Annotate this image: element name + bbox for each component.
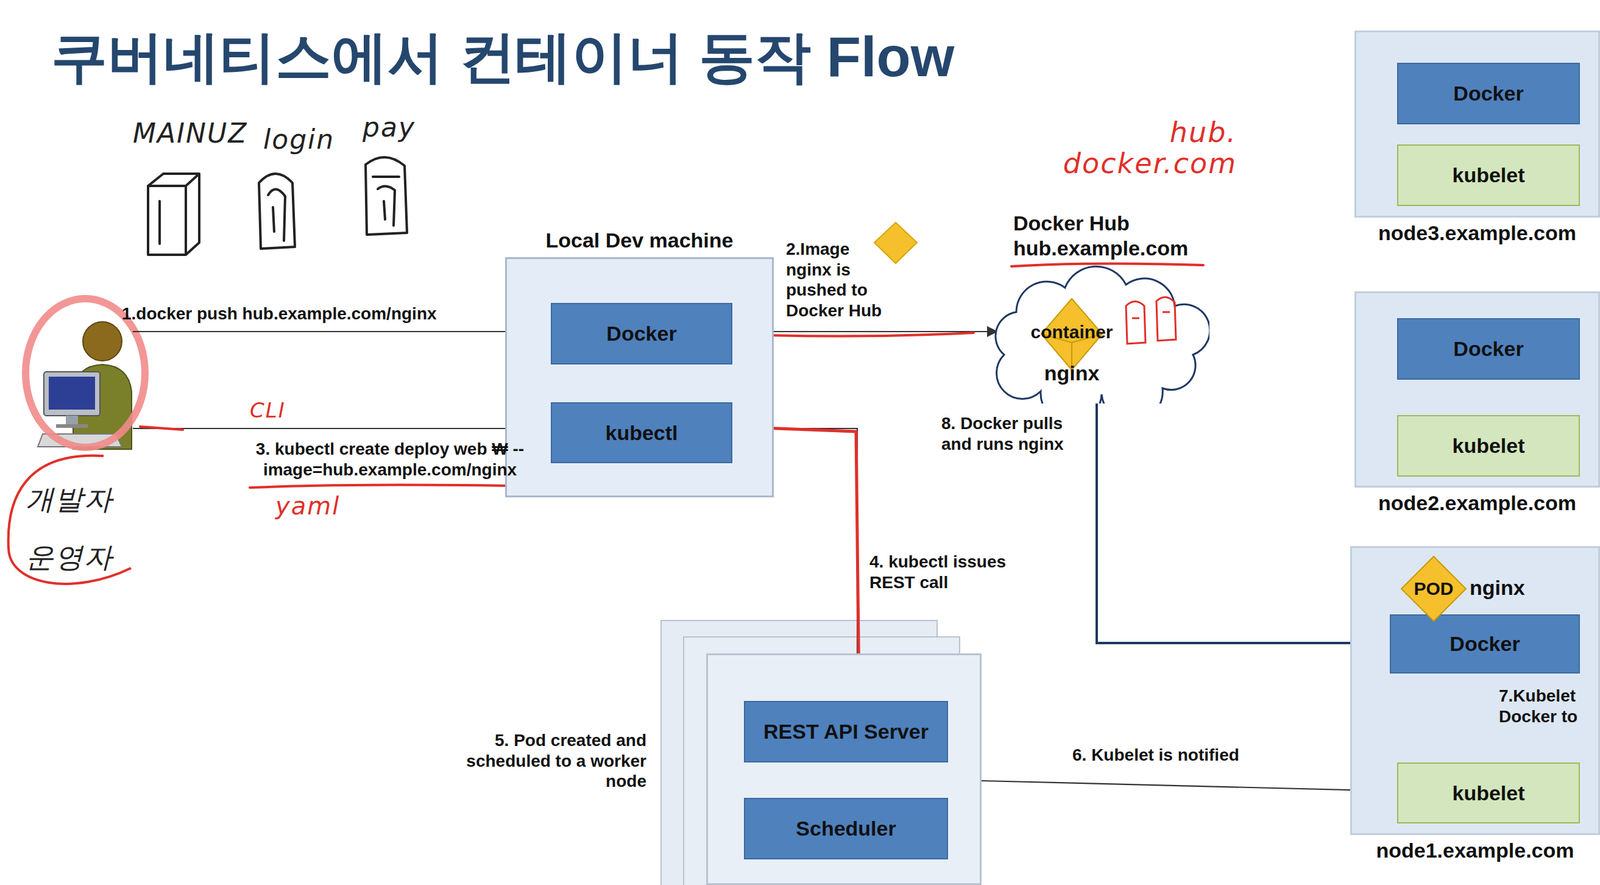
node-heading: node3.example.com	[1356, 220, 1599, 246]
image-diamond	[874, 222, 917, 264]
hand-underline	[249, 484, 537, 488]
process-box: Docker	[1397, 318, 1580, 380]
agent-box: kubelet	[1397, 144, 1580, 206]
node-text: POD	[1413, 577, 1454, 600]
node-text: Scheduler	[795, 815, 896, 841]
connector-arrow	[132, 330, 551, 333]
handwritten-note: login	[263, 124, 335, 155]
figure-sketch	[365, 157, 408, 235]
node-text: kubectl	[605, 420, 678, 446]
node-heading: node2.example.com	[1356, 490, 1599, 516]
user-actor: 개발자운영자	[40, 316, 133, 450]
node-heading: node1.example.com	[1352, 837, 1599, 863]
process-box: kubectl	[550, 402, 733, 464]
master-frame: 5. Pod created and scheduled to a worker…	[706, 653, 982, 885]
process-box: REST API Server	[743, 700, 949, 763]
pod-diamond: POD	[1400, 555, 1468, 623]
handwritten-note: yaml	[275, 492, 340, 520]
dev-machine: Local Dev machineDockerkubectl	[505, 257, 774, 498]
process-box: Docker	[550, 302, 733, 365]
cube-sketch	[148, 173, 200, 255]
node-text: REST API Server	[763, 718, 929, 744]
edge-label: 3. kubectl create deploy web ₩ --image=h…	[243, 438, 537, 480]
hand-bracket	[8, 455, 131, 584]
edge-label: 6. Kubelet is notified	[1072, 744, 1329, 766]
cloud-shape	[995, 266, 1210, 404]
node-text: Docker	[1449, 631, 1520, 657]
node-text: nginx	[1010, 360, 1133, 386]
hand-underline	[1011, 263, 1204, 267]
worker-node: node3.example.comDockerkubelet	[1354, 30, 1600, 218]
node-heading: Local Dev machine	[506, 227, 772, 253]
edge-label: 8. Docker pulls and runs nginx	[941, 413, 1085, 454]
agent-box: kubelet	[1397, 414, 1580, 477]
connector-arrow	[1096, 392, 1390, 643]
node-text: 운영자	[25, 541, 114, 573]
service-sketches	[148, 157, 408, 255]
agent-box: kubelet	[1397, 762, 1580, 824]
part-label: nginx	[1469, 575, 1526, 601]
node-text: container	[1010, 321, 1133, 344]
connector-arrow	[981, 780, 1398, 791]
edge-label: 1.docker push hub.example.com/nginx	[121, 303, 543, 325]
handwritten-note: CLI	[249, 399, 286, 422]
process-box: Docker	[1397, 62, 1580, 125]
node-text: kubelet	[1451, 433, 1525, 459]
node-text: Docker	[1453, 81, 1524, 107]
node-text: 개발자	[25, 483, 114, 515]
node-heading: 5. Pod created and scheduled to a worker…	[457, 729, 647, 792]
node-heading: Docker Hub hub.example.com	[1013, 210, 1215, 261]
figure-sketch	[258, 173, 295, 249]
connector-arrow	[132, 427, 551, 429]
registry-cloud: Docker Hub hub.example.comcontainernginx	[979, 263, 1210, 404]
handwritten-note: MAINUZ	[132, 118, 248, 149]
handwritten-note: pay	[362, 112, 416, 142]
process-box: Docker	[1389, 614, 1580, 674]
edge-label: 2.Image nginx is pushed to Docker Hub	[785, 238, 893, 321]
handwritten-note: hub. docker.com	[1035, 116, 1237, 179]
hand-figures	[1125, 296, 1176, 344]
worker-node: node2.example.comDockerkubelet	[1354, 291, 1600, 488]
edge-label: 7.Kubelet Docker to	[1498, 685, 1597, 727]
hand-stroke	[140, 426, 183, 430]
node-text: Docker	[606, 321, 677, 347]
node-text: kubelet	[1451, 780, 1525, 806]
diamond-shape	[1401, 556, 1466, 621]
title: 쿠버네티스에서 컨테이너 동작 Flow	[51, 19, 955, 96]
edge-label: 4. kubectl issues REST call	[869, 551, 1034, 593]
node-text: Docker	[1453, 336, 1524, 362]
process-box: Scheduler	[743, 797, 949, 860]
node-text: kubelet	[1451, 162, 1525, 188]
